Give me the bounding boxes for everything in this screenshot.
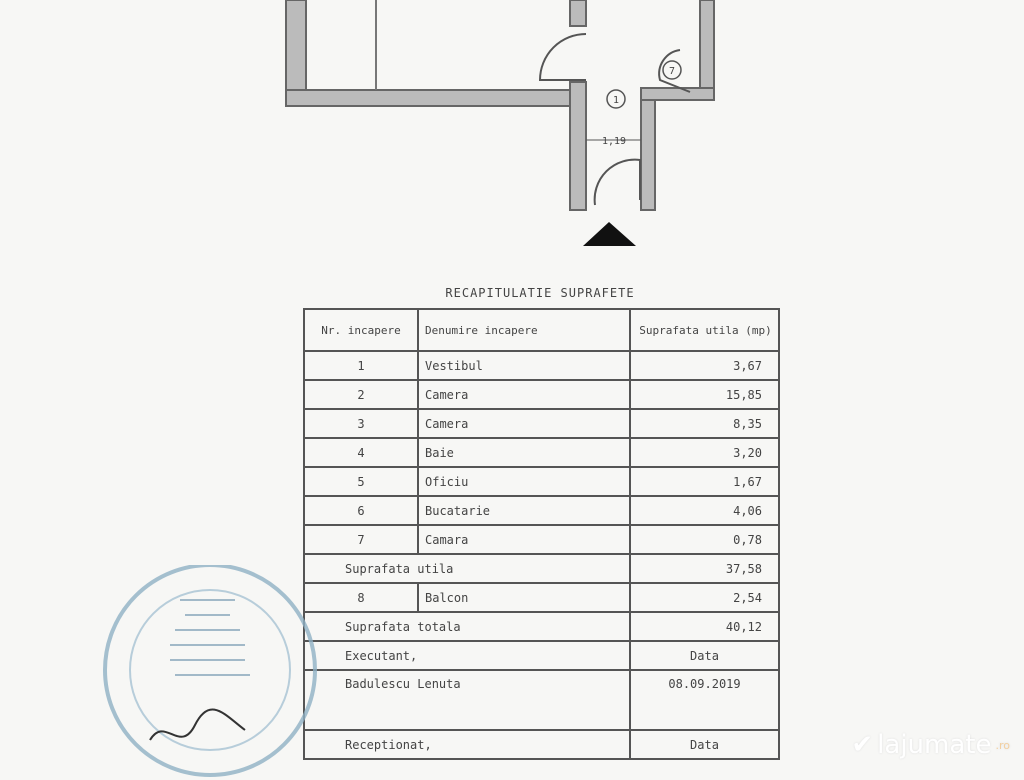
signature <box>149 708 246 741</box>
wall-corridor-right <box>640 91 656 211</box>
lajumate-watermark: ✔ lajumate.ro <box>851 730 1010 760</box>
official-stamp <box>103 565 317 777</box>
table-title: RECAPITULATIE SUPRAFETE <box>445 286 635 300</box>
floor-plan: 1 7 1,19 <box>285 0 715 246</box>
entrance-door-arc <box>593 158 641 206</box>
header-area: Suprafata utila (mp) <box>629 308 780 352</box>
wall-bottom <box>285 89 587 107</box>
wall-top-segment <box>569 0 587 27</box>
room-marker: 1 <box>613 95 619 106</box>
executant-row: Executant,Data <box>303 640 780 671</box>
wall-corridor-left <box>569 81 587 211</box>
header-nr: Nr. incapere <box>303 308 419 352</box>
entrance-arrow-icon <box>583 222 636 246</box>
handshake-logo-icon: ✔ <box>851 730 874 760</box>
wall-left <box>285 0 307 105</box>
wall-right <box>699 0 715 101</box>
area-summary-table: Nr. incapere Denumire incapere Suprafata… <box>303 308 780 760</box>
wall-bath <box>640 87 715 101</box>
door-arc <box>538 33 587 81</box>
header-name: Denumire incapere <box>417 308 631 352</box>
table-header: Nr. incapere Denumire incapere Suprafata… <box>303 308 780 352</box>
receptionat-row: Receptionat,Data <box>303 729 780 760</box>
dimension-label: 1,19 <box>602 136 626 147</box>
room-marker: 7 <box>669 66 675 77</box>
